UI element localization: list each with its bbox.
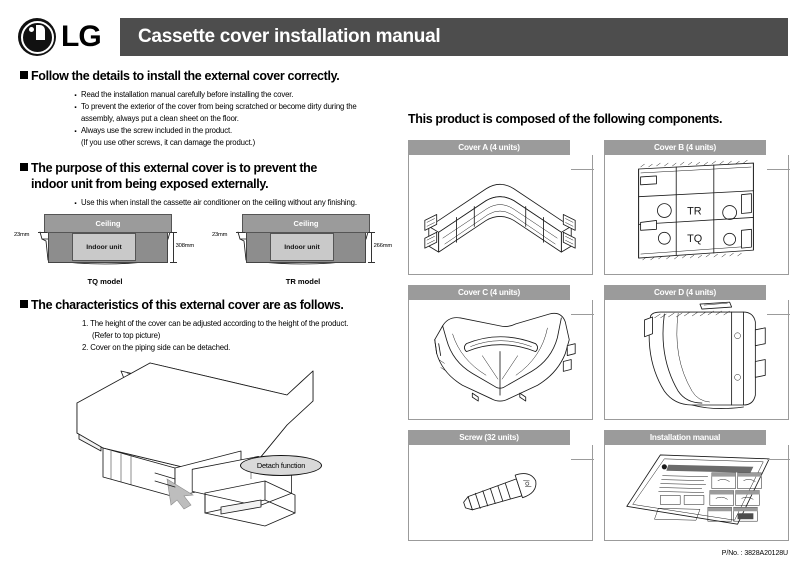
detach-function-label: Detach function (256, 461, 306, 470)
corner-bracket-icon (424, 183, 576, 253)
tr-right-dimension: 266mm (373, 243, 393, 249)
tq-ceiling-label: Ceiling (95, 219, 121, 228)
section-follow-heading: Follow the details to install the extern… (20, 68, 392, 84)
screw-header: Screw (32 units) (408, 430, 570, 445)
section-characteristics: The characteristics of this external cov… (20, 297, 392, 354)
panel-mark-tr: TR (687, 206, 702, 218)
diagram-tr: Ceiling Indoor unit 23mm 266mm TR model (212, 208, 394, 286)
cover-c-header: Cover C (4 units) (408, 285, 570, 300)
bullet-square-icon (20, 300, 28, 308)
screw-header-connector (571, 445, 594, 460)
installation-manual-box (604, 445, 790, 541)
page-header: LG Cassette cover installation manual (18, 16, 788, 58)
list-item: 2. Cover on the piping side can be detac… (82, 343, 231, 353)
title-bar: Cassette cover installation manual (120, 18, 788, 56)
panel-mark-tq: TQ (687, 233, 702, 245)
bullet-square-icon (20, 163, 28, 172)
component-cover-c: Cover C (4 units) (408, 285, 594, 420)
list-item: To prevent the exterior of the cover fro… (74, 100, 392, 117)
section-characteristics-heading: The characteristics of this external cov… (20, 297, 392, 313)
tq-left-tick (38, 232, 47, 233)
purpose-bullet-list: Use this when install the cassette air c… (34, 196, 392, 213)
component-screw: Screw (32 units) (408, 430, 594, 541)
screw-icon (463, 473, 537, 511)
tr-right-dimension-line (368, 232, 375, 263)
cover-a-header: Cover A (4 units) (408, 140, 570, 155)
tr-indoor-unit: Indoor unit (270, 233, 334, 261)
cover-b-header: Cover B (4 units) (604, 140, 766, 155)
screw-label: Screw (32 units) (459, 433, 519, 442)
tq-indoor-unit: Indoor unit (72, 233, 136, 261)
curved-side-cover-icon (644, 301, 766, 409)
list-item: Read the installation manual carefully b… (74, 88, 392, 105)
cover-b-label: Cover B (4 units) (653, 143, 717, 152)
tr-model-label: TR model (285, 277, 321, 286)
tq-ceiling-bar: Ceiling (44, 214, 172, 233)
tr-indoor-unit-label: Indoor unit (284, 243, 320, 251)
manual-sheet-icon (626, 454, 770, 525)
list-item: (Refer to top picture) (92, 331, 161, 341)
rounded-corner-cover-icon (434, 312, 576, 402)
cover-b-header-connector (767, 155, 790, 170)
tq-left-dimension: 23mm (14, 232, 30, 238)
cover-d-header: Cover D (4 units) (604, 285, 766, 300)
cover-b-box: TR TQ (604, 155, 790, 275)
part-number: P/No. : 3828A20128U (721, 550, 788, 557)
cover-c-box (408, 300, 594, 420)
installation-manual-header-connector (767, 445, 790, 460)
cover-c-header-connector (571, 300, 594, 315)
bullet-square-icon (20, 71, 28, 79)
ceiling-diagrams: Ceiling Indoor unit 23mm 308mm TQ model (14, 208, 394, 286)
list-item: (If you use other screws, it can damage … (81, 138, 256, 148)
cover-c-label: Cover C (4 units) (457, 288, 521, 297)
detach-function-callout: Detach function (240, 455, 322, 476)
tr-left-dimension: 23mm (212, 232, 228, 238)
components-heading: This product is composed of the followin… (408, 112, 723, 126)
cover-a-box (408, 155, 594, 275)
cover-a-header-connector (571, 155, 594, 170)
list-item: 1. The height of the cover can be adjust… (82, 319, 349, 328)
cover-d-header-connector (767, 300, 790, 315)
components-row: Screw (32 units) (408, 430, 790, 541)
list-item: Use this when install the cassette air c… (74, 196, 392, 213)
tq-right-dimension: 308mm (175, 243, 195, 249)
characteristics-list: 1. The height of the cover can be adjust… (42, 318, 392, 354)
page-title: Cassette cover installation manual (138, 26, 441, 47)
lg-face-icon (18, 18, 56, 56)
installation-manual-label: Installation manual (649, 433, 721, 442)
cover-a-label: Cover A (4 units) (458, 143, 520, 152)
components-grid: Cover A (4 units) (408, 140, 790, 551)
lg-logo: LG (18, 16, 114, 58)
cassette-assembly-illustration (55, 355, 365, 535)
flat-panel-icon: TR TQ (638, 159, 754, 261)
cover-d-box (604, 300, 790, 420)
component-cover-d: Cover D (4 units) (604, 285, 790, 420)
tr-left-tick (236, 232, 245, 233)
section-purpose-heading: The purpose of this external cover is to… (20, 160, 392, 192)
tq-indoor-unit-label: Indoor unit (86, 243, 122, 251)
component-cover-a: Cover A (4 units) (408, 140, 594, 275)
installation-manual-header: Installation manual (604, 430, 766, 445)
screw-box (408, 445, 594, 541)
section-purpose: The purpose of this external cover is to… (20, 160, 392, 214)
tr-ceiling-bar: Ceiling (242, 214, 370, 233)
component-cover-b: Cover B (4 units) (604, 140, 790, 275)
tr-ceiling-label: Ceiling (293, 219, 319, 228)
list-item: assembly, always put a clean sheet on th… (81, 114, 239, 124)
diagram-tq: Ceiling Indoor unit 23mm 308mm TQ model (14, 208, 196, 286)
follow-bullet-list: Read the installation manual carefully b… (34, 88, 392, 149)
components-row: Cover C (4 units) (408, 285, 790, 420)
section-follow: Follow the details to install the extern… (20, 68, 392, 149)
component-installation-manual: Installation manual (604, 430, 790, 541)
cover-d-label: Cover D (4 units) (653, 288, 717, 297)
components-row: Cover A (4 units) (408, 140, 790, 275)
components-section-heading-wrap: This product is composed of the followin… (408, 112, 790, 126)
tq-right-dimension-line (170, 232, 177, 263)
left-column: Follow the details to install the extern… (20, 68, 392, 218)
list-item: Always use the screw included in the pro… (74, 124, 392, 141)
tq-model-label: TQ model (87, 277, 123, 286)
lg-wordmark: LG (61, 20, 102, 53)
